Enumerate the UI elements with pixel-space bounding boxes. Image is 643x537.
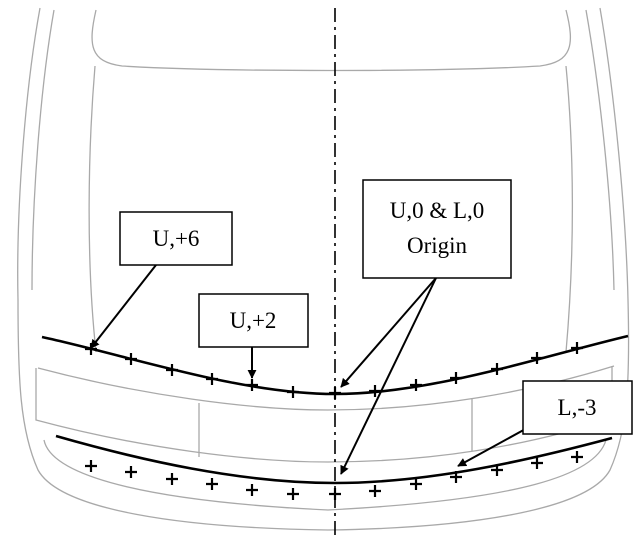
lower-tick-mark-7 <box>369 485 381 497</box>
vehicle-outline <box>17 7 630 531</box>
upper-tick-mark-7 <box>369 385 381 397</box>
label-origin-line1: U,0 & L,0 <box>390 198 485 223</box>
lower-tick-mark-3 <box>206 478 218 490</box>
lower-tick-mark-10 <box>491 464 503 476</box>
label-u-plus2-text: U,+2 <box>230 308 277 333</box>
label-u-plus6-box <box>119 211 233 266</box>
upper-tick-mark-4 <box>246 379 258 391</box>
lower-tick-mark-1 <box>125 466 137 478</box>
label-origin-box <box>362 179 512 279</box>
lower-tick-mark-12 <box>571 451 583 463</box>
upper-tick-mark-12 <box>571 342 583 354</box>
bumper-lower <box>43 439 607 511</box>
lower-tick-mark-6 <box>329 488 341 500</box>
label-l-minus3-box <box>522 380 633 435</box>
upper-tick-mark-10 <box>491 363 503 375</box>
arrow-origin-lower <box>340 277 437 475</box>
lower-tick-mark-8 <box>410 478 422 490</box>
upper-tick-mark-3 <box>206 373 218 385</box>
lower-tick-mark-9 <box>450 471 462 483</box>
upper-tick-mark-1 <box>125 353 137 365</box>
upper-tick-mark-6 <box>329 387 341 399</box>
hood-inner-top <box>91 9 572 72</box>
lower-tick-mark-5 <box>287 488 299 500</box>
lower-tick-mark-11 <box>531 457 543 469</box>
lower-tick-marks <box>85 451 583 500</box>
label-u-plus2: U,+2 <box>198 293 309 348</box>
label-l-minus3: L,-3 <box>522 380 633 435</box>
label-origin-line2: Origin <box>407 233 468 258</box>
fender-left-outer <box>17 7 329 531</box>
fender-right-inner <box>585 9 615 291</box>
grille-opening <box>35 366 613 463</box>
lower-measurement-line <box>55 434 613 485</box>
hood-right-edge <box>565 65 574 353</box>
lower-tick-mark-2 <box>166 473 178 485</box>
hood-left-edge <box>88 65 97 353</box>
label-u-plus6: U,+6 <box>119 211 233 266</box>
label-u-plus2-box <box>198 293 309 348</box>
lower-tick-mark-4 <box>246 484 258 496</box>
arrow-u-plus6 <box>90 264 157 349</box>
label-origin: U,0 & L,0 Origin <box>362 179 512 279</box>
upper-tick-marks <box>85 342 583 399</box>
upper-tick-mark-9 <box>450 372 462 384</box>
upper-tick-mark-2 <box>166 364 178 376</box>
upper-tick-mark-11 <box>531 352 543 364</box>
lower-tick-mark-0 <box>85 460 97 472</box>
fender-left-inner <box>31 9 55 291</box>
upper-tick-mark-8 <box>410 379 422 391</box>
label-l-minus3-text: L,-3 <box>558 395 597 420</box>
upper-tick-mark-5 <box>287 386 299 398</box>
arrow-origin-upper <box>340 277 437 388</box>
label-u-plus6-text: U,+6 <box>153 226 200 251</box>
